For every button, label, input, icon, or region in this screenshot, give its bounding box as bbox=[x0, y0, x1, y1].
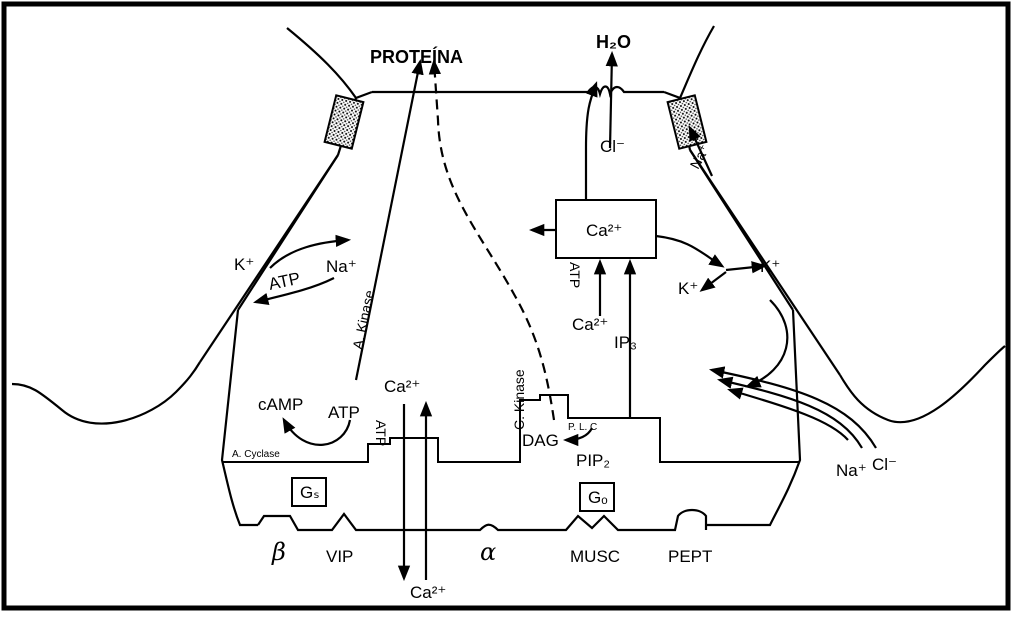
cell-outline bbox=[12, 26, 1005, 530]
label-vip: VIP bbox=[326, 547, 353, 566]
label-atp-camp: ATP bbox=[328, 403, 360, 422]
camp-cycle-arrow bbox=[284, 420, 350, 445]
label-go: Gₒ bbox=[588, 488, 608, 507]
ca-to-k-arrow bbox=[656, 236, 722, 266]
label-plc: P. L. C bbox=[568, 422, 597, 433]
label-pept: PEPT bbox=[668, 547, 712, 566]
label-a-kinase: A. Kinase bbox=[349, 288, 377, 350]
label-dag: DAG bbox=[522, 431, 559, 450]
label-atp-left: ATP bbox=[267, 269, 302, 294]
label-beta: β bbox=[271, 538, 286, 566]
label-k-right-a: K⁺ bbox=[678, 279, 698, 298]
k-recycle-curve bbox=[748, 300, 787, 386]
h2o-arrow bbox=[610, 54, 612, 148]
label-ca-below-box: Ca²⁺ bbox=[572, 315, 608, 334]
na-cl-cotransport-arrow-b bbox=[712, 370, 876, 448]
tight-junction-left bbox=[325, 95, 364, 148]
label-na-bottom-right: Na⁺ bbox=[836, 461, 867, 480]
label-na-left: Na⁺ bbox=[326, 257, 357, 276]
label-proteina: PROTEÍNA bbox=[370, 46, 463, 67]
label-atp-center: ATP bbox=[373, 420, 389, 446]
label-musc: MUSC bbox=[570, 547, 620, 566]
tight-junction-right bbox=[668, 95, 707, 148]
k-out-arrow bbox=[726, 266, 764, 270]
label-alpha: α bbox=[480, 538, 496, 566]
k-in-arrow bbox=[702, 272, 726, 290]
label-atp-vertical: ATP bbox=[567, 262, 583, 288]
label-cl-bottom-right: Cl⁻ bbox=[872, 455, 897, 474]
label-cl-top: Cl⁻ bbox=[600, 137, 625, 156]
label-gs: Gₛ bbox=[300, 483, 320, 502]
c-kinase-dashed-arrow bbox=[434, 62, 554, 420]
label-c-kinase: C. Kinase bbox=[511, 369, 527, 430]
label-k-right-b: K⁺ bbox=[760, 257, 780, 276]
label-ca-center-bottom: Ca²⁺ bbox=[410, 583, 446, 602]
label-k-left: K⁺ bbox=[234, 255, 254, 274]
label-ca-box: Ca²⁺ bbox=[586, 221, 622, 240]
label-h2o: H₂O bbox=[596, 32, 631, 52]
label-a-cyclase: A. Cyclase bbox=[232, 449, 280, 460]
cl-out-arrow bbox=[586, 84, 596, 200]
label-pip2: PIP₂ bbox=[576, 451, 610, 470]
label-camp: cAMP bbox=[258, 395, 303, 414]
label-ca-center-top: Ca²⁺ bbox=[384, 377, 420, 396]
figure-frame bbox=[4, 4, 1008, 608]
label-ip3: IP₃ bbox=[614, 333, 637, 352]
